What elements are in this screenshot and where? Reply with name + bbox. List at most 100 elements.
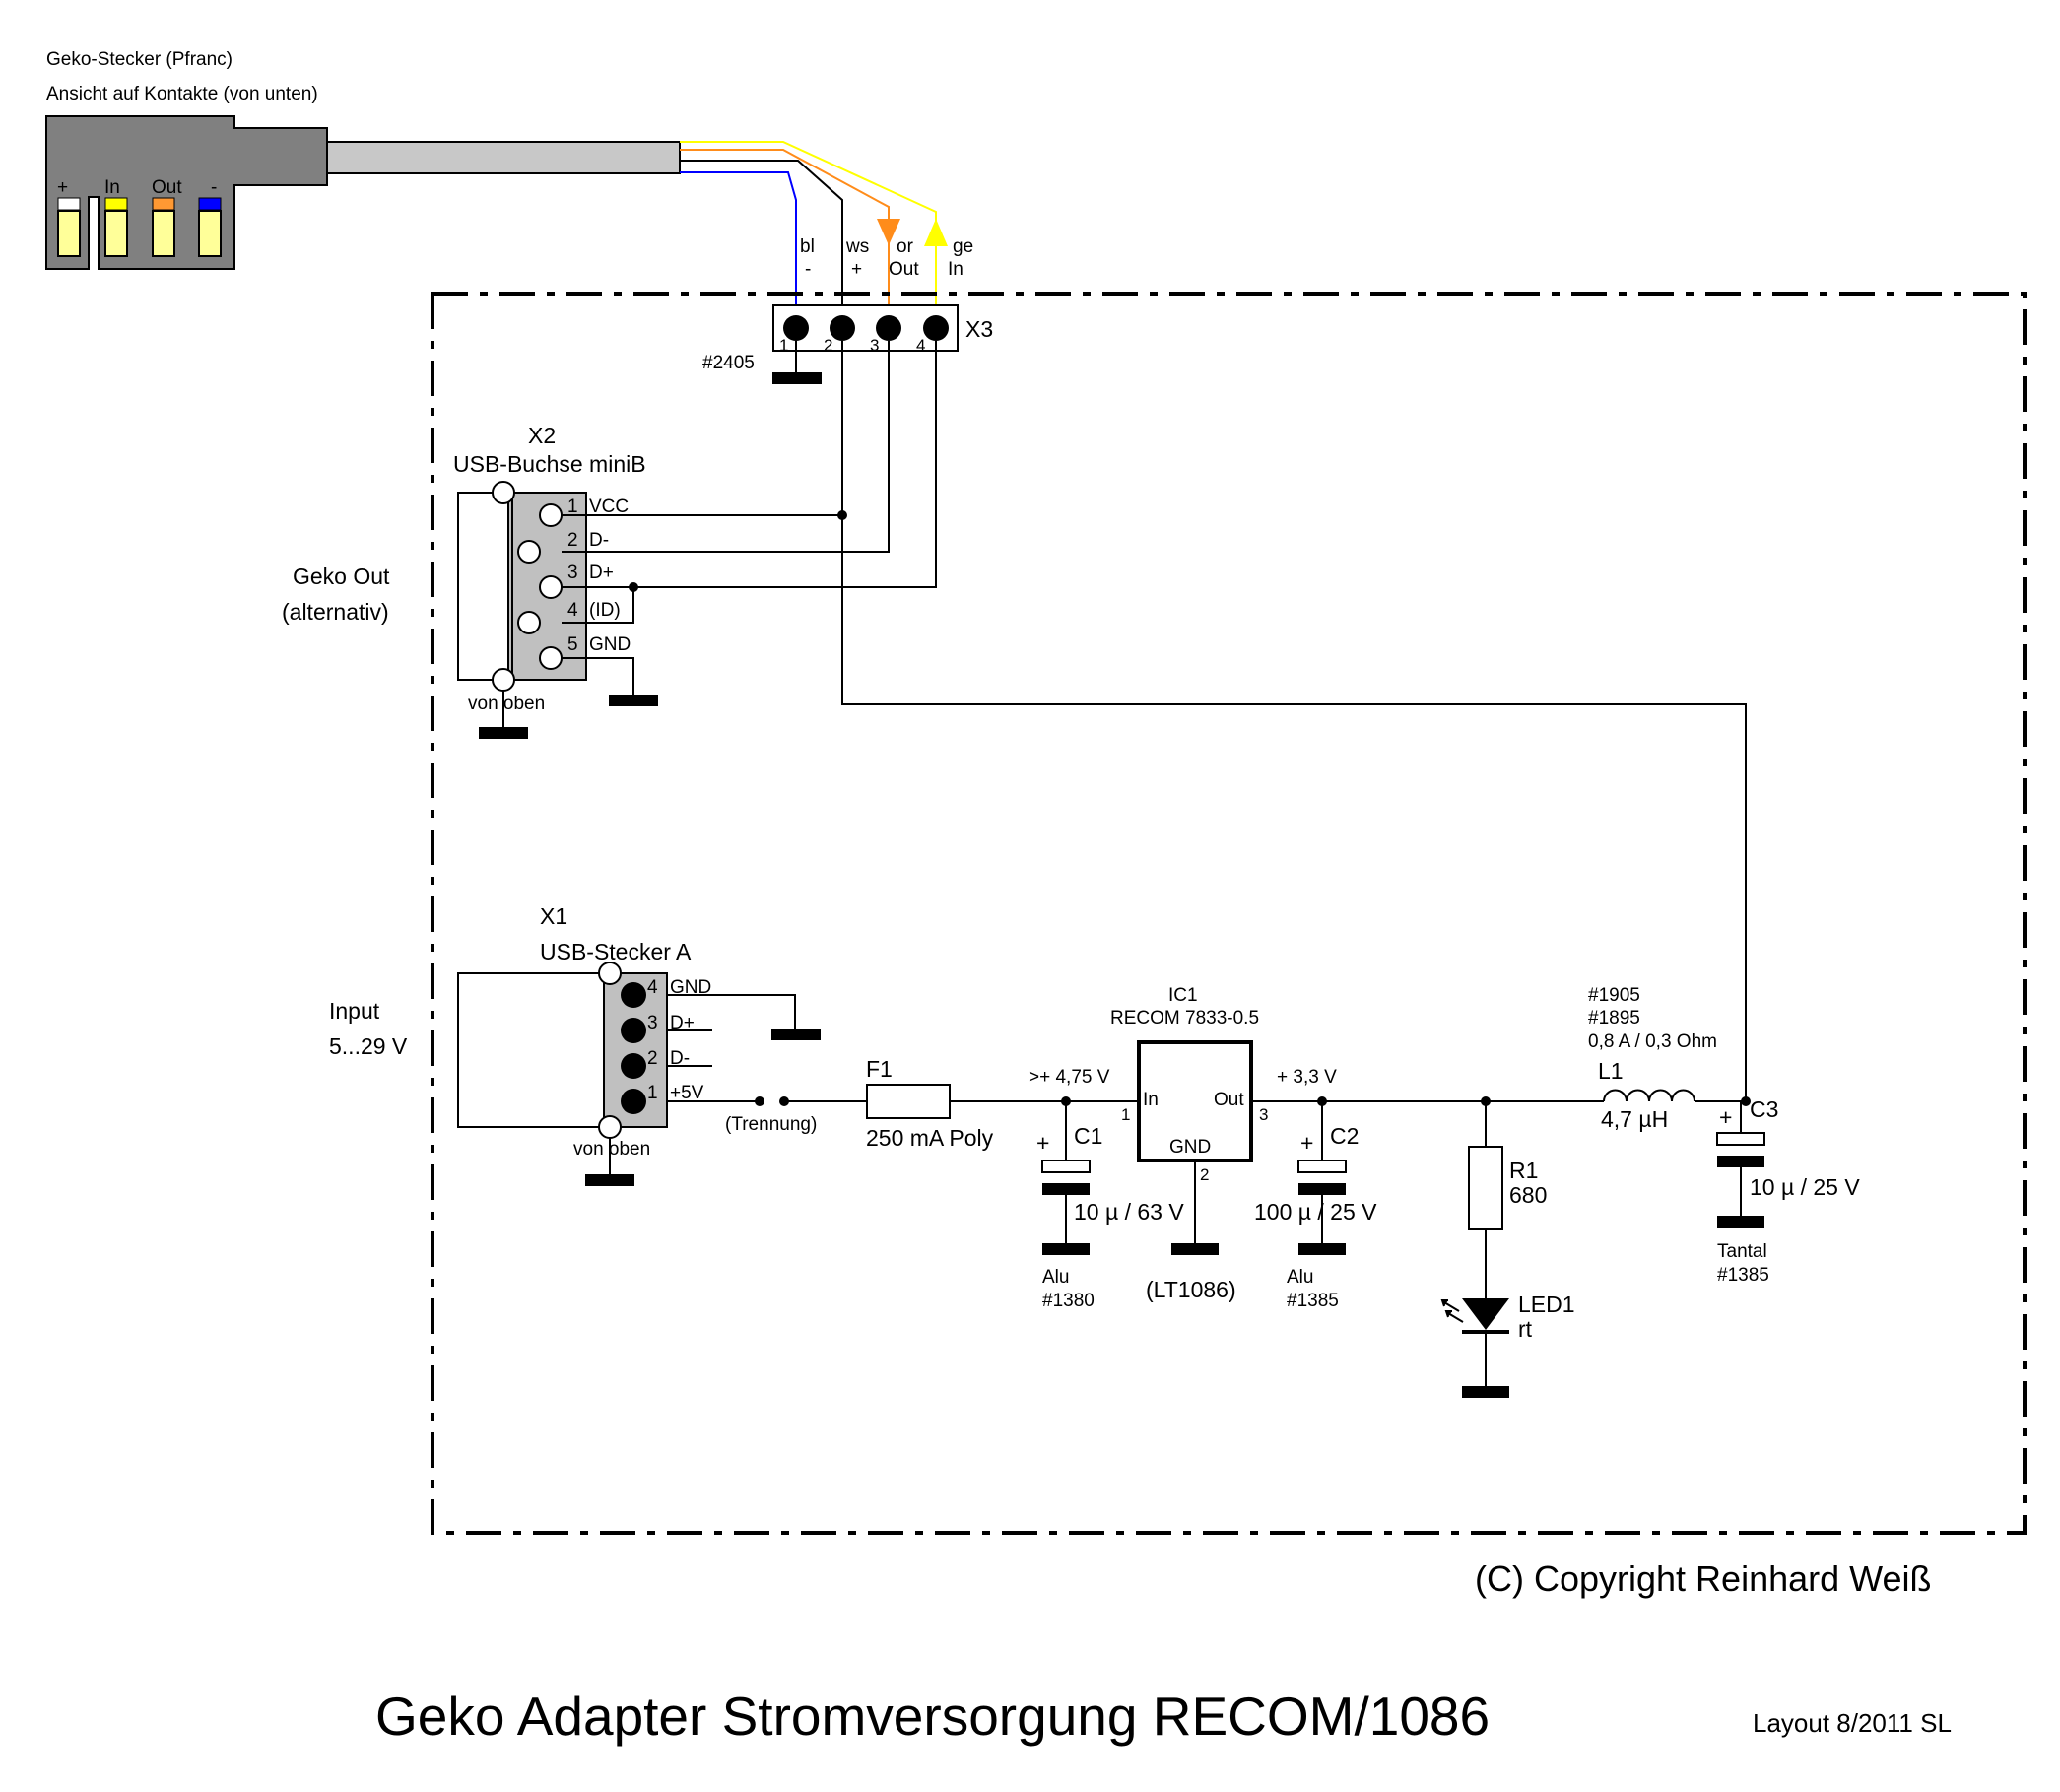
c2-name: C2 <box>1330 1123 1359 1149</box>
wire-black <box>680 160 843 325</box>
plug-pin-out: Out <box>152 177 182 257</box>
plug-pin-label: In <box>104 177 120 198</box>
x3-pin-number: 4 <box>916 336 925 355</box>
plug-cable <box>326 141 681 174</box>
x3-pin-number: 2 <box>824 336 832 355</box>
regulator-ic1: IC1 RECOM 7833-0.5 In Out GND 1 3 2 (LT1… <box>1110 985 1268 1302</box>
x2-pin-signal: GND <box>589 634 631 655</box>
page-title: Geko Adapter Stromversorgung RECOM/1086 <box>375 1686 1490 1747</box>
plug-pin-minus: - <box>198 177 222 257</box>
wire-label-bl: bl <box>800 236 815 257</box>
plug-body <box>45 115 328 270</box>
ic1-pin-out: Out <box>1214 1090 1244 1110</box>
x1-pin <box>621 1089 646 1114</box>
net-label-input: >+ 4,75 V <box>1029 1067 1110 1088</box>
x2-side-label: (alternativ) <box>282 599 389 625</box>
r1-value: 680 <box>1509 1182 1547 1208</box>
arrow-up-icon <box>924 219 948 246</box>
capacitor-c3: + C3 10 µ / 25 V Tantal #1385 <box>1716 1096 1860 1286</box>
plug-pin-contact <box>152 210 175 257</box>
plug-pin-color <box>198 197 222 211</box>
ic1-alt: (LT1086) <box>1146 1277 1236 1302</box>
x2-side-label: Geko Out <box>293 564 390 589</box>
ic1-pin-in: In <box>1143 1090 1159 1110</box>
arrow-down-icon <box>877 219 900 245</box>
x1-pin <box>621 1018 646 1043</box>
x3-pin <box>923 315 949 341</box>
c2-part: #1385 <box>1287 1291 1339 1311</box>
junction-dot <box>629 582 638 592</box>
led1-color: rt <box>1518 1316 1533 1342</box>
copyright-notice: (C) Copyright Reinhard Weiß <box>1475 1559 1931 1599</box>
l1-coil <box>1603 1089 1695 1102</box>
layout-note: Layout 8/2011 SL <box>1753 1708 1952 1738</box>
c1-plus: + <box>1036 1130 1049 1156</box>
x2-pin-number: 1 <box>567 497 578 517</box>
l1-value: 4,7 µH <box>1601 1106 1668 1132</box>
c3-name: C3 <box>1750 1096 1778 1122</box>
x1-side-label: 5...29 V <box>329 1033 408 1059</box>
wire-label-ge: ge <box>953 236 973 257</box>
x3-pin-number: 3 <box>870 336 879 355</box>
r1-name: R1 <box>1509 1158 1538 1183</box>
x2-pin-signal: D+ <box>589 563 614 583</box>
ground-symbol <box>1171 1243 1219 1255</box>
c1-plus-plate <box>1041 1160 1091 1173</box>
led-led1: LED1 rt <box>1440 1292 1575 1398</box>
x1-pin-number: 1 <box>647 1083 658 1103</box>
separation-label: (Trennung) <box>725 1114 817 1135</box>
x1-type: USB-Stecker A <box>540 939 692 964</box>
wire-labels: bl - ws + or Out ge In <box>800 236 973 280</box>
capacitor-c1: + C1 10 µ / 63 V Alu #1380 <box>1036 1101 1184 1311</box>
ic1-pin-number: 3 <box>1259 1105 1268 1124</box>
capacitor-c2: + C2 100 µ / 25 V Alu #1385 <box>1254 1101 1377 1311</box>
net-label-output: + 3,3 V <box>1277 1067 1337 1088</box>
x1-pin-signal: D- <box>670 1048 690 1069</box>
l1-name: L1 <box>1598 1058 1624 1084</box>
board-outline <box>431 292 2027 1535</box>
ic1-part: RECOM 7833-0.5 <box>1110 1008 1259 1029</box>
x3-part: #2405 <box>702 353 755 373</box>
x3-pin <box>830 315 855 341</box>
geko-plug: Geko-Stecker (Pfranc) Ansicht auf Kontak… <box>45 49 681 270</box>
ground-symbol <box>771 1029 821 1040</box>
x2-type: USB-Buchse miniB <box>453 451 646 477</box>
light-emission-icon <box>1440 1299 1464 1323</box>
wire-orange <box>680 149 890 325</box>
fuse-f1: F1 250 mA Poly <box>866 1056 994 1151</box>
x1-pin-number: 3 <box>647 1013 658 1033</box>
ic1-pin-number: 1 <box>1121 1105 1130 1124</box>
wire-label-ge-signal: In <box>948 259 964 280</box>
r1-body <box>1468 1146 1503 1230</box>
ground-symbol <box>772 372 822 384</box>
x2-view-label: von oben <box>468 694 545 714</box>
plug-pin-contact <box>104 210 128 257</box>
x1-name: X1 <box>540 903 567 929</box>
c3-plus-plate <box>1716 1132 1765 1146</box>
ic1-pin-gnd: GND <box>1169 1137 1211 1158</box>
x1-pin-signal: D+ <box>670 1013 695 1033</box>
x2-pin-signal: VCC <box>589 497 629 517</box>
ground-symbol <box>1717 1216 1764 1228</box>
x2-pin-signal: D- <box>589 530 609 551</box>
junction-dot <box>755 1096 764 1106</box>
f1-value: 250 mA Poly <box>866 1125 994 1151</box>
connector-x2: X2 USB-Buchse miniB Geko Out (alternativ… <box>282 423 646 739</box>
x3-pin <box>876 315 901 341</box>
ic1-name: IC1 <box>1168 985 1198 1006</box>
x2-pin <box>517 540 541 564</box>
wire-label-or-signal: Out <box>889 259 919 280</box>
x2-pin-number: 5 <box>567 634 578 655</box>
wire-label-or: or <box>897 236 914 257</box>
plug-pin-label: + <box>57 177 68 198</box>
x1-pin-number: 4 <box>647 977 658 998</box>
x3-pin-number: 1 <box>779 336 788 355</box>
wire-yellow <box>680 141 937 325</box>
ground-symbol <box>1042 1243 1090 1255</box>
x2-pin <box>517 611 541 634</box>
wire-blue <box>680 171 797 325</box>
c3-plus: + <box>1719 1104 1732 1130</box>
ground-symbol <box>609 695 658 706</box>
connector-x1: X1 USB-Stecker A Input 5...29 V 4 3 2 1 … <box>329 903 711 1186</box>
